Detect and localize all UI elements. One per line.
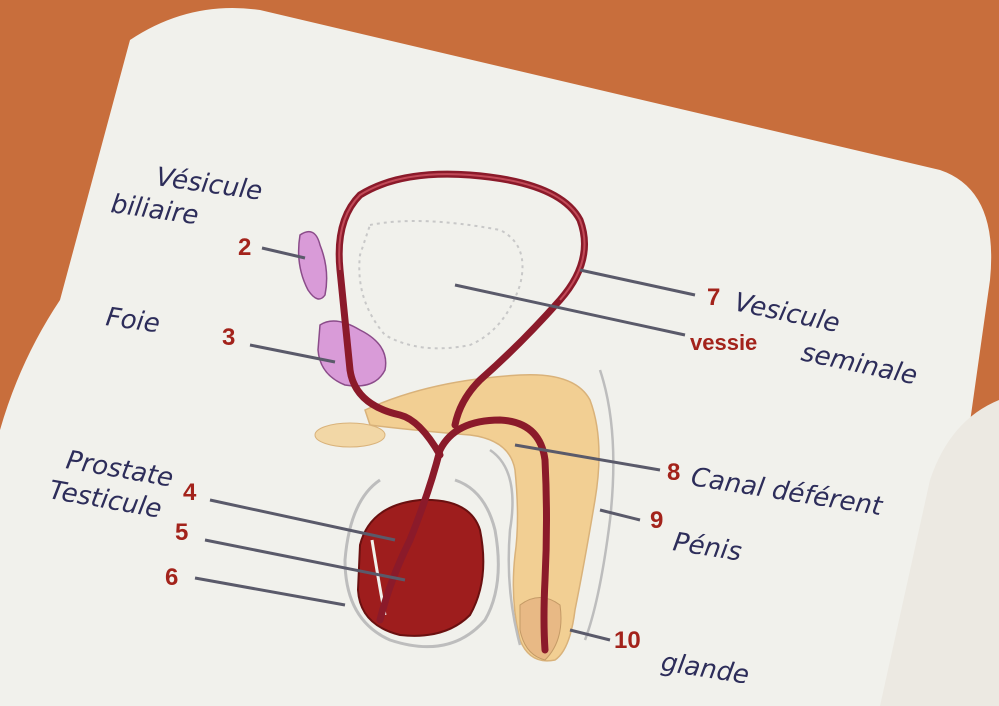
label-number-8: 8: [667, 459, 680, 486]
label-vessie: vessie: [690, 330, 757, 355]
label-number-2: 2: [238, 234, 251, 261]
label-number-3: 3: [222, 324, 235, 351]
label-number-10: 10: [614, 627, 641, 654]
label-number-9: 9: [650, 507, 663, 534]
label-number-5: 5: [175, 519, 188, 546]
label-number-6: 6: [165, 564, 178, 591]
urethral-bulb: [315, 423, 385, 447]
label-number-7: 7: [707, 284, 720, 311]
label-number-4: 4: [183, 479, 197, 506]
